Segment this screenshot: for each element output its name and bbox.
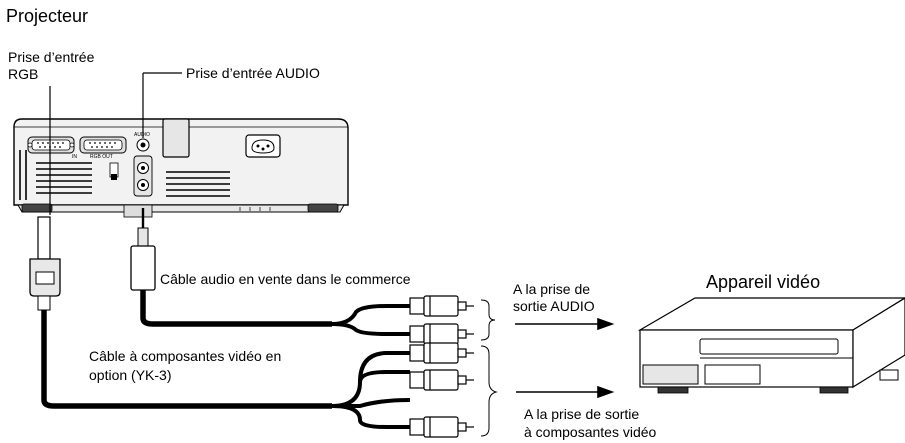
rca-plugs <box>409 295 474 438</box>
rgb-out-connector: RGB OUT <box>79 136 127 160</box>
audio-jack: AUDIO <box>134 132 150 152</box>
audio-cable-label: Câble audio en vente dans le commerce <box>160 271 411 287</box>
rgb-input-label-line2: RGB <box>8 66 39 82</box>
rca-plug-audio-l <box>409 295 474 317</box>
component-brace <box>480 345 498 437</box>
rgb-in-connector: IN <box>27 136 77 160</box>
braces <box>480 299 498 437</box>
rgb-out-panel-label: RGB OUT <box>90 154 113 160</box>
audio-input-label: Prise d’entrée AUDIO <box>186 65 320 81</box>
video-device-title: Appareil vidéo <box>706 272 821 292</box>
power-inlet <box>245 134 281 158</box>
audio-panel-label: AUDIO <box>134 132 150 138</box>
component-cable-label-line1: Câble à composantes vidéo en <box>89 348 282 364</box>
leader-lines <box>49 72 182 215</box>
rca-plug-video-2 <box>409 369 474 391</box>
rca-plug-video-3 <box>409 416 474 438</box>
rca-plug-audio-r <box>409 323 474 345</box>
rgb-input-label-line1: Prise d’entrée <box>8 49 95 65</box>
component-out-label-line1: A la prise de sortie <box>524 406 640 422</box>
video-jacks <box>133 155 153 197</box>
audio-cable <box>130 208 410 336</box>
projector: IN RGB OUT AUDIO <box>13 118 349 218</box>
audio-out-label-line1: A la prise de <box>513 281 591 297</box>
audio-brace <box>480 299 496 341</box>
in-panel-label: IN <box>72 154 77 160</box>
video-device <box>637 297 905 394</box>
rca-plug-video-1 <box>409 342 474 364</box>
arrows <box>515 317 615 399</box>
component-out-label-line2: à composantes vidéo <box>524 424 657 440</box>
component-cable-label-line2: option (YK-3) <box>89 367 172 383</box>
projector-title: Projecteur <box>6 6 89 26</box>
audio-out-label-line2: sortie AUDIO <box>513 298 595 314</box>
component-video-cable <box>29 216 411 429</box>
projector-vents <box>19 150 230 200</box>
